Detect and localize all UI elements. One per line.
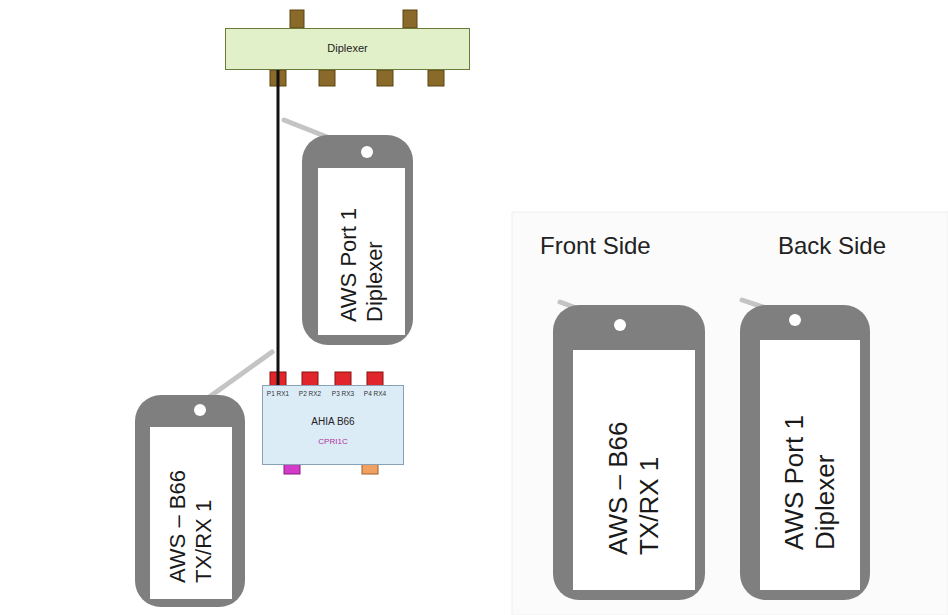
side-heading: Back Side: [778, 232, 886, 260]
interface-name: CPRI1C: [318, 437, 347, 446]
tag-text: AWS – B66 TX/RX 1: [603, 385, 665, 555]
tag-text: AWS Port 1 Diplexer: [335, 182, 388, 322]
tag-hole: [614, 319, 626, 331]
tag-hole: [789, 314, 801, 326]
tag-face: AWS – B66 TX/RX 1: [150, 427, 232, 599]
coax-cable: [277, 70, 280, 385]
cable-tag: AWS – B66 TX/RX 1: [135, 395, 245, 607]
port-name: P4 RX4: [363, 390, 387, 397]
tag-hole: [194, 404, 206, 416]
tag-text: AWS Port 1 Diplexer: [779, 380, 841, 550]
tag-text: AWS – B66 TX/RX 1: [165, 443, 218, 583]
port-name: P3 RX3: [331, 390, 355, 397]
tag-face: AWS – B66 TX/RX 1: [573, 350, 695, 590]
tag-face: AWS Port 1 Diplexer: [318, 168, 405, 335]
port-name: P1 RX1: [266, 390, 290, 397]
rf-ports: [270, 372, 383, 386]
side-heading: Front Side: [540, 232, 651, 260]
box-label: Diplexer: [327, 42, 367, 54]
box-label: AHIA B66: [311, 416, 354, 427]
cable-tag: AWS Port 1 Diplexer: [740, 305, 870, 600]
port-name: P2 RX2: [298, 390, 322, 397]
cable-tag: AWS Port 1 Diplexer: [302, 135, 413, 345]
tag-hole: [361, 146, 373, 158]
tag-face: AWS Port 1 Diplexer: [760, 340, 860, 590]
cable-tag: AWS – B66 TX/RX 1: [553, 305, 705, 600]
diplexer-box: Diplexer: [225, 28, 470, 70]
panel-ground: [512, 212, 948, 615]
